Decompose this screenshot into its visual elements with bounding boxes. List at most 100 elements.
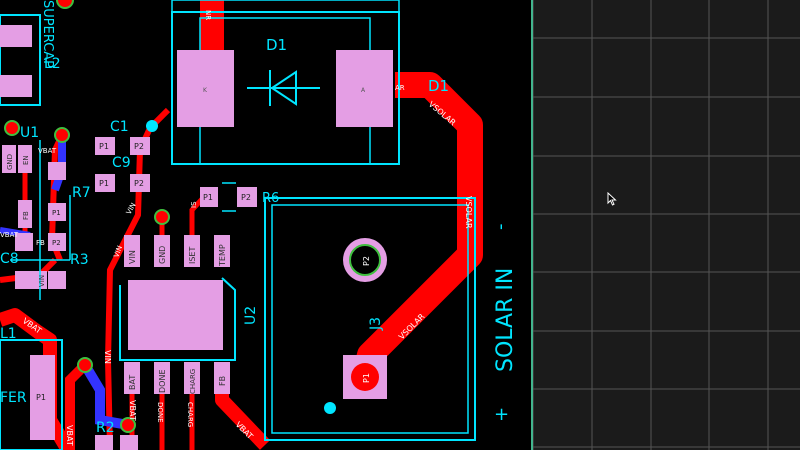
- j3-p1-label: P1: [362, 373, 371, 383]
- c8-p2-pad[interactable]: [15, 271, 33, 289]
- pcb-board-canvas[interactable]: D1 D1 L2 U1 C1 C9 R7 R3 C8 R2 L1 FER R6 …: [0, 0, 533, 450]
- u1-pin-en-label: EN: [22, 155, 30, 165]
- u2-pin-vin-label: VIN: [128, 250, 137, 264]
- r3-refdes: R3: [70, 252, 89, 268]
- u2-pin-iset-label: ISET: [188, 247, 197, 264]
- l2-pad-1[interactable]: [0, 25, 32, 47]
- c1-p2-pad[interactable]: [130, 137, 150, 155]
- c8-p3-pad[interactable]: [48, 271, 66, 289]
- r3-p2-pad[interactable]: [48, 233, 66, 251]
- net-vsolar-2: VSOLAR: [464, 196, 473, 229]
- c1-refdes: C1: [110, 119, 129, 135]
- l1-outline: [0, 339, 63, 450]
- grid-svg: [532, 0, 800, 450]
- c8-refdes: C8: [0, 251, 19, 267]
- via-group: [4, 0, 170, 433]
- j3-p2-drill: [350, 245, 380, 275]
- via[interactable]: [120, 417, 136, 433]
- net-vbat-5: VBAT: [38, 147, 57, 155]
- d1-pad-k-label: K: [203, 87, 208, 94]
- c1-p1-label: P1: [99, 142, 109, 151]
- r6-p1-pad[interactable]: [200, 187, 218, 207]
- via[interactable]: [77, 357, 93, 373]
- r7-refdes: R7: [72, 185, 91, 201]
- l1-p1-label: P1: [36, 393, 46, 402]
- r7-p1-label: P1: [99, 179, 109, 188]
- u2-pin-charg[interactable]: [184, 362, 200, 394]
- d1-pad-k[interactable]: [177, 50, 234, 127]
- r6-p2-label: P2: [241, 193, 251, 202]
- u1-pin-gnd-label: GND: [6, 154, 14, 170]
- j3-inner-outline: [271, 204, 469, 434]
- u2-pin-temp-label: TEMP: [218, 244, 227, 267]
- l2-outline: [0, 14, 41, 106]
- net-charg: CHARG: [186, 402, 194, 427]
- c1-marker: [146, 120, 158, 132]
- r6-p1-label: P1: [203, 193, 213, 202]
- d1-pad-a[interactable]: [336, 50, 393, 127]
- j3-p2-label: P2: [362, 256, 371, 266]
- r7-p1-pad[interactable]: [95, 174, 115, 192]
- u2-pin-done[interactable]: [154, 362, 170, 394]
- plus-marker: +: [494, 404, 509, 425]
- c1-p2-label: P2: [134, 142, 144, 151]
- net-ar: AR: [395, 84, 405, 92]
- u2-pin-done-label: DONE: [158, 370, 167, 394]
- via[interactable]: [154, 209, 170, 225]
- grid-canvas-area[interactable]: [532, 0, 800, 450]
- u2-pin-vin[interactable]: [124, 235, 140, 267]
- u1-pad-fb1[interactable]: [18, 200, 32, 228]
- u2-pin-bat[interactable]: [124, 362, 140, 394]
- j3-p2-ring: [349, 244, 381, 276]
- u1-pin-fb-label: FB: [22, 211, 30, 220]
- board-outline-edge: [531, 0, 533, 450]
- u2-refdes: U2: [243, 306, 259, 325]
- net-done: DONE: [156, 402, 164, 423]
- d1-pad-a-label: A: [361, 87, 366, 94]
- r7-p2-pad[interactable]: [130, 174, 150, 192]
- l1-pad[interactable]: [30, 355, 55, 440]
- net-is: IS: [190, 201, 198, 208]
- u1-pad-2[interactable]: [48, 162, 66, 180]
- solar-in-label: SOLAR IN: [493, 268, 518, 372]
- small-p1-label: P1: [52, 209, 61, 217]
- net-vin-3: VIN: [112, 245, 124, 259]
- j3-refdes: J3: [368, 317, 384, 331]
- diode-triangle: [270, 70, 297, 106]
- u2-pin-fb[interactable]: [214, 362, 230, 394]
- c8-p1-pad[interactable]: [15, 233, 33, 251]
- small-p2-label: P2: [52, 239, 61, 247]
- via[interactable]: [4, 120, 20, 136]
- u2-pin-iset[interactable]: [184, 235, 200, 267]
- net-vbat-6: VBAT: [0, 231, 19, 239]
- c1-p1-pad[interactable]: [95, 137, 115, 155]
- r2-pad-2[interactable]: [120, 435, 138, 450]
- u2-pin-fb-label: FB: [218, 376, 227, 386]
- j3-p1-drill: [351, 363, 379, 391]
- r3-p1-pad[interactable]: [48, 203, 66, 221]
- u1-pin-vin-label: VIN: [38, 275, 46, 287]
- u2-pin-temp[interactable]: [214, 235, 230, 267]
- d1-top-outline: [171, 0, 400, 13]
- l2-pad-2[interactable]: [0, 75, 32, 97]
- via[interactable]: [54, 127, 70, 143]
- vsolar-trace[interactable]: [352, 72, 483, 379]
- mouse-cursor-icon: [607, 192, 617, 206]
- fer-partial-label: FER: [0, 390, 27, 406]
- via[interactable]: [56, 0, 74, 9]
- bottom-trace-2[interactable]: [80, 362, 129, 430]
- u1-pad-gnd[interactable]: [2, 145, 16, 173]
- u2-pin-charg-label: CHARG: [189, 369, 197, 394]
- l1-refdes: L1: [0, 326, 17, 342]
- minus-marker: -: [490, 224, 511, 231]
- u1-refdes: U1: [20, 125, 39, 141]
- d1-refdes: D1: [266, 36, 287, 54]
- pcb-layout-svg[interactable]: D1 D1 L2 U1 C1 C9 R7 R3 C8 R2 L1 FER R6 …: [0, 0, 533, 450]
- u2-pin-gnd[interactable]: [154, 235, 170, 267]
- r6-p2-pad[interactable]: [237, 187, 257, 207]
- j3-outline: [264, 197, 476, 441]
- u1-pad-en[interactable]: [18, 145, 32, 173]
- r2-pad-1[interactable]: [95, 435, 113, 450]
- r6-refdes: R6: [262, 191, 279, 206]
